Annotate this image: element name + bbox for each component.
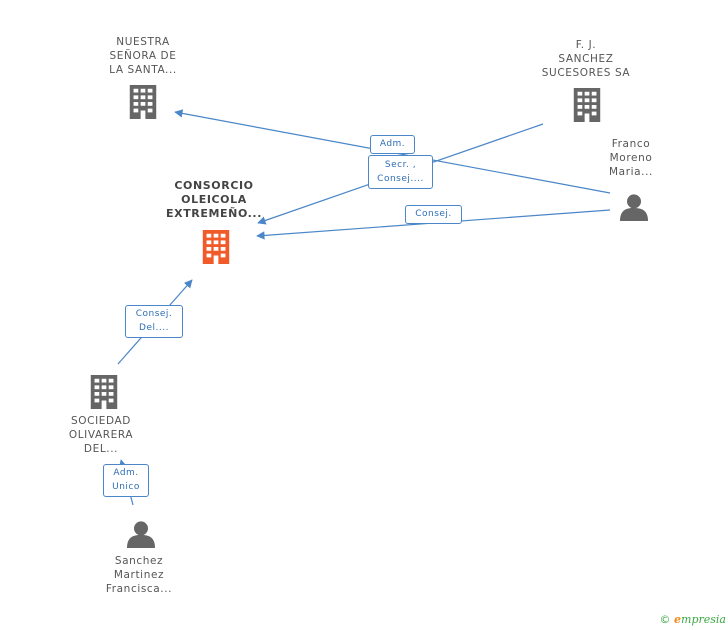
empresia-logo[interactable]: empresia	[674, 613, 726, 626]
node-label-line: F. J.	[575, 39, 597, 51]
node-label-line: Moreno	[609, 152, 653, 164]
node-label-line: OLIVARERA	[68, 429, 134, 441]
edge-label-consej-del[interactable]: Consej. Del....	[125, 305, 183, 338]
edge-label-adm-unico[interactable]: Adm. Unico	[103, 464, 149, 497]
node-label-line: Franco	[611, 138, 651, 150]
edge-label-line: Unico	[112, 482, 140, 492]
node-label-nuestra[interactable]: NUESTRA SEÑORA DE LA SANTA...	[93, 35, 193, 77]
edge-label-line: Consej.	[135, 309, 173, 319]
person-icon[interactable]	[620, 194, 648, 221]
node-label-line: LA SANTA...	[109, 64, 177, 76]
edge-label-line: Consej.	[415, 209, 452, 219]
node-label-line: Martinez	[113, 569, 165, 581]
node-label-sociedad[interactable]: SOCIEDAD OLIVARERA DEL...	[56, 414, 146, 456]
node-label-line: Francisca...	[105, 583, 173, 595]
edge-label-line: Adm.	[113, 468, 139, 478]
edge-label-secr-consej[interactable]: Secr. , Consej....	[368, 155, 433, 189]
node-label-line: SANCHEZ	[558, 53, 614, 65]
node-label-consorcio[interactable]: CONSORCIO OLEICOLA EXTREMEÑO...	[158, 179, 270, 221]
brand-initial: e	[674, 613, 682, 626]
edge-label-line: Adm.	[379, 139, 406, 149]
copyright-symbol: ©	[659, 613, 671, 626]
node-label-franco[interactable]: Franco Moreno Maria...	[596, 137, 666, 179]
building-icon[interactable]	[202, 230, 230, 264]
edge-label-adm[interactable]: Adm.	[370, 135, 415, 154]
node-label-sanchez[interactable]: Sanchez Martinez Francisca...	[94, 554, 184, 596]
edges	[117, 109, 611, 506]
brand-rest: mpresia	[681, 613, 726, 626]
building-icon[interactable]	[129, 85, 157, 119]
node-label-fj[interactable]: F. J. SANCHEZ SUCESORES SA	[531, 38, 641, 80]
node-label-line: NUESTRA	[116, 36, 170, 48]
edge-label-line: Consej....	[377, 174, 424, 184]
edge-label-line: Secr. ,	[384, 160, 417, 170]
node-label-line: SEÑORA DE	[109, 50, 177, 62]
person-icon[interactable]	[127, 521, 155, 548]
footer-credit: © empresia	[660, 613, 726, 626]
building-icon[interactable]	[90, 375, 118, 409]
edge-label-consej[interactable]: Consej.	[405, 205, 462, 224]
node-label-line: Maria...	[609, 166, 653, 178]
node-label-line: OLEICOLA	[181, 193, 247, 206]
node-label-line: Sanchez	[114, 555, 164, 567]
building-icon[interactable]	[573, 88, 601, 122]
node-label-line: SOCIEDAD	[71, 415, 131, 427]
node-label-line: DEL...	[83, 443, 119, 455]
node-label-line: CONSORCIO	[174, 179, 254, 192]
node-label-line: EXTREMEÑO...	[166, 207, 262, 220]
node-label-line: SUCESORES SA	[541, 67, 631, 79]
edge-label-line: Del....	[139, 323, 169, 333]
